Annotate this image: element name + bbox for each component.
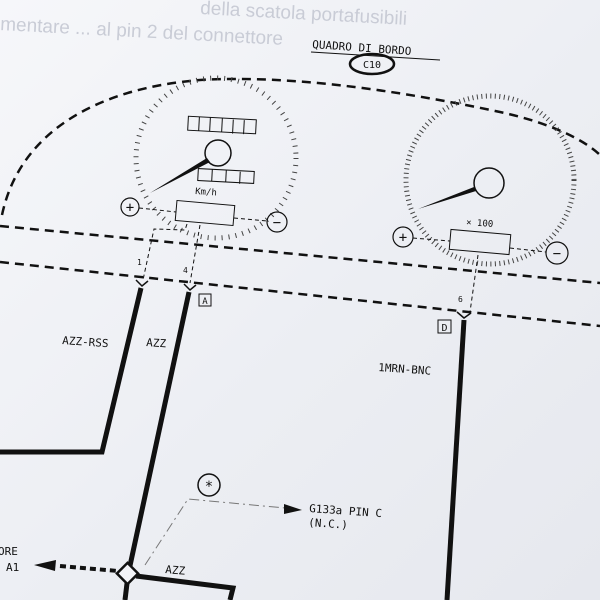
speedometer-gauge: Km/h + − (120, 75, 299, 284)
pin-connector-arrows (135, 279, 472, 319)
minus-icon: − (273, 215, 281, 231)
splice-node (115, 561, 140, 586)
tach-scale-label: × 100 (466, 218, 494, 230)
pin-number-6: 6 (458, 295, 463, 304)
left-ref-arrowhead (34, 560, 56, 571)
wire-label-azz-rss: AZZ-RSS (62, 334, 109, 350)
asterisk-icon: * (205, 479, 213, 495)
speedometer-connector-block (174, 199, 236, 227)
tachometer-plus-terminal (392, 226, 414, 248)
pin-number-4: 4 (183, 266, 188, 275)
wire-label-azz-bottom: AZZ (165, 563, 186, 578)
speedometer-needle (150, 158, 210, 193)
connector-boundary-line (0, 260, 600, 328)
panel-boundary-arc (0, 77, 600, 216)
wire-label-azz: AZZ (146, 336, 167, 350)
left-ref-line2: A1 (6, 561, 19, 574)
title-underline (310, 51, 441, 61)
connector-id: C10 (363, 60, 381, 71)
wire-azz-branch (135, 573, 237, 600)
connector-tag-a: A (202, 297, 208, 307)
pin-number-1: 1 (137, 258, 142, 267)
tachometer-connector-block (448, 228, 512, 256)
wire-label-1mrn-bnc: 1MRN-BNC (378, 361, 432, 378)
tachometer-needle (418, 187, 476, 209)
minus-icon: − (553, 246, 561, 262)
tachometer-minus-terminal (545, 241, 569, 265)
wire-azz-rss (0, 287, 144, 455)
connector-id-ellipse (348, 52, 396, 76)
note-target-line1: G133a PIN C (309, 502, 383, 520)
speedometer-dashed-leads (142, 223, 201, 284)
speedometer-needle-hub (204, 139, 232, 167)
note-leader-line (144, 498, 286, 566)
connector-tag-d: D (441, 323, 447, 334)
left-ref-line1: ORE (0, 545, 18, 558)
plus-icon: + (126, 200, 134, 216)
wire-1mrn-bnc (444, 319, 467, 600)
speedometer-minus-terminal (266, 211, 288, 233)
wire-azz (125, 291, 192, 576)
tachometer-needle-hub (473, 167, 505, 199)
note-arrowhead (284, 504, 302, 514)
plus-icon: + (399, 230, 407, 246)
tachometer-scale-ticks (403, 93, 577, 267)
panel-boundary-line-upper (0, 224, 600, 285)
connector-tag-d-box (437, 319, 452, 334)
connector-tag-a-box (198, 293, 212, 307)
note-target-line2: (N.C.) (308, 516, 349, 532)
speedometer-scale-ticks (133, 75, 299, 241)
tachometer-gauge: × 100 + − (392, 93, 577, 313)
left-ref-dashed-wire (59, 564, 119, 573)
speedometer-plus-terminal (120, 197, 140, 217)
speed-unit-label: Km/h (195, 187, 217, 198)
note-marker-circle (197, 473, 221, 497)
